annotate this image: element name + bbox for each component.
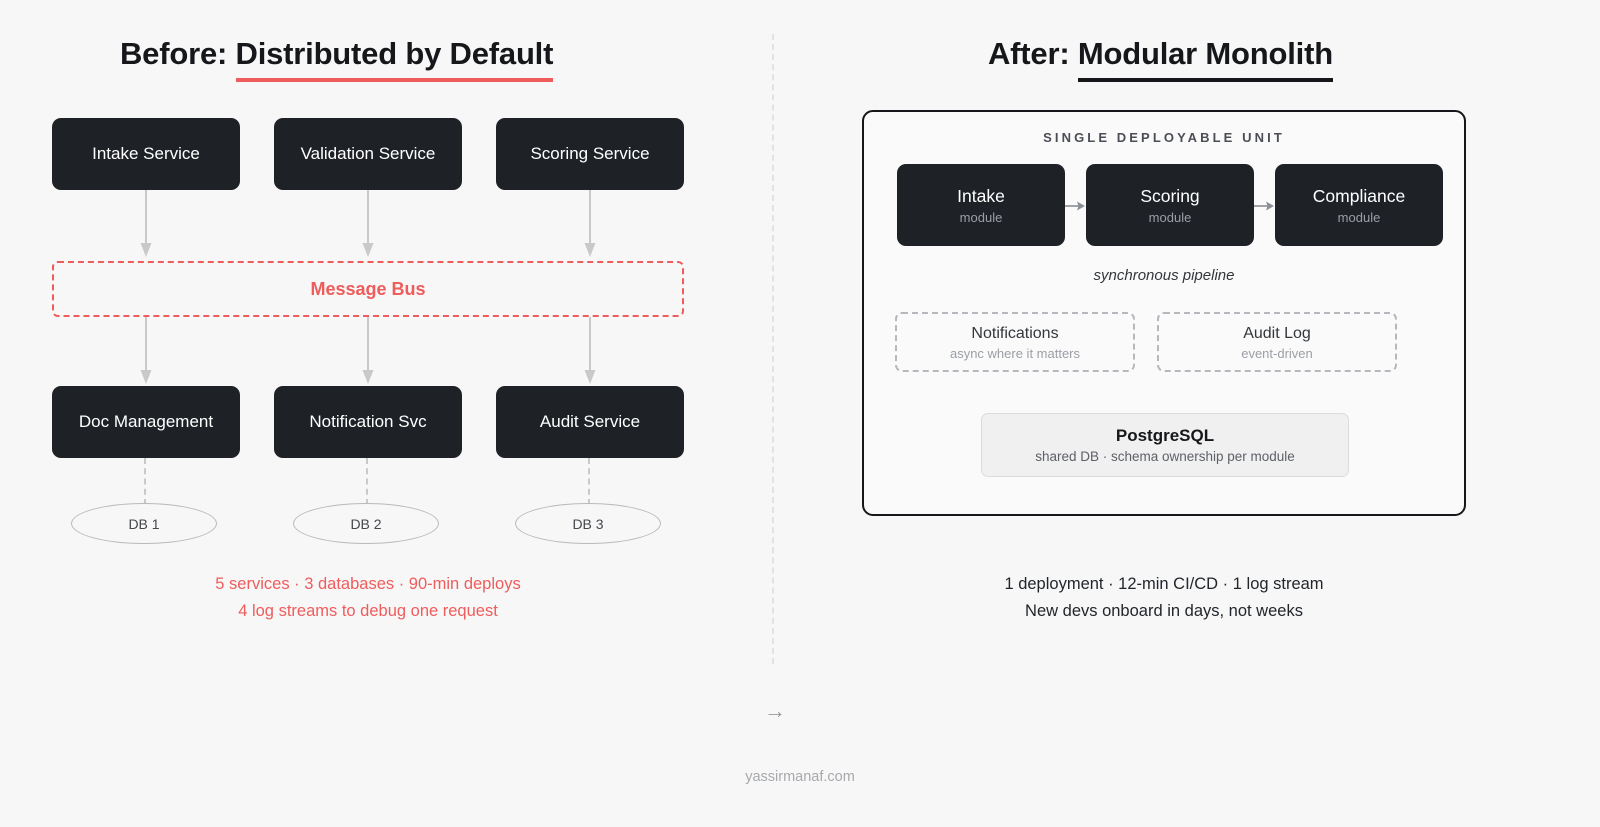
attribution-text: yassirmanaf.com	[745, 769, 855, 785]
summary-line-1: 5 services · 3 databases · 90-min deploy…	[215, 575, 521, 593]
left-title-prefix: Before:	[120, 36, 236, 71]
service-box-scoring[interactable]: Scoring Service	[496, 118, 684, 190]
right-title-prefix: After:	[988, 36, 1078, 71]
left-panel-title: Before: Distributed by Default	[120, 36, 553, 82]
db-connector-line	[366, 458, 368, 505]
summary-line-2: New devs onboard in days, not weeks	[1025, 601, 1303, 620]
service-label: Audit Service	[539, 411, 641, 431]
arrow-right-icon	[1254, 201, 1274, 211]
transition-arrow-icon: →	[764, 698, 786, 723]
database-label: DB 3	[572, 515, 604, 532]
database-node-3[interactable]: DB 3	[515, 503, 661, 544]
module-box-scoring[interactable]: Scoring module	[1086, 164, 1254, 246]
db-connector-line	[588, 458, 590, 505]
right-panel-title: After: Modular Monolith	[988, 36, 1333, 82]
async-label: Notifications	[971, 324, 1059, 342]
service-box-audit[interactable]: Audit Service	[496, 386, 684, 458]
center-divider	[772, 34, 774, 664]
database-node-2[interactable]: DB 2	[293, 503, 439, 544]
service-box-doc-management[interactable]: Doc Management	[52, 386, 240, 458]
service-label: Doc Management	[78, 411, 214, 431]
service-box-intake[interactable]: Intake Service	[52, 118, 240, 190]
database-label: DB 1	[128, 515, 160, 532]
module-sublabel: module	[959, 209, 1003, 225]
arrow-down-icon	[584, 317, 596, 384]
module-box-compliance[interactable]: Compliance module	[1275, 164, 1443, 246]
left-panel-summary: 5 services · 3 databases · 90-min deploy…	[52, 571, 684, 624]
module-sublabel: module	[1148, 209, 1192, 225]
arrow-down-icon	[140, 317, 152, 384]
service-label: Intake Service	[92, 143, 200, 163]
arrow-right-icon	[1065, 201, 1085, 211]
arrow-down-icon	[140, 190, 152, 257]
module-label: Intake	[957, 185, 1005, 206]
module-box-intake[interactable]: Intake module	[897, 164, 1065, 246]
async-label: Audit Log	[1243, 324, 1311, 342]
single-deployable-unit-container: SINGLE DEPLOYABLE UNIT Intake module Sco…	[862, 110, 1466, 516]
database-sublabel: shared DB · schema ownership per module	[1035, 449, 1295, 464]
right-panel-summary: 1 deployment · 12-min CI/CD · 1 log stre…	[862, 571, 1466, 624]
service-box-validation[interactable]: Validation Service	[274, 118, 462, 190]
module-label: Scoring	[1140, 185, 1200, 206]
unit-header-label: SINGLE DEPLOYABLE UNIT	[1043, 130, 1285, 145]
message-bus-label: Message Bus	[310, 278, 426, 299]
database-label: DB 2	[350, 515, 382, 532]
module-label: Compliance	[1312, 185, 1406, 206]
arrow-down-icon	[362, 317, 374, 384]
service-label: Notification Svc	[309, 411, 427, 431]
message-bus-box[interactable]: Message Bus	[52, 261, 684, 317]
module-sublabel: module	[1337, 209, 1381, 225]
right-title-emphasis: Modular Monolith	[1077, 36, 1333, 82]
async-sublabel: event-driven	[1241, 345, 1313, 361]
database-label: PostgreSQL	[1115, 426, 1215, 445]
summary-line-1: 1 deployment · 12-min CI/CD · 1 log stre…	[1004, 575, 1324, 593]
arrow-down-icon	[362, 190, 374, 257]
database-node-1[interactable]: DB 1	[71, 503, 217, 544]
service-box-notification[interactable]: Notification Svc	[274, 386, 462, 458]
async-box-notifications[interactable]: Notifications async where it matters	[895, 312, 1135, 372]
service-label: Validation Service	[300, 143, 436, 163]
async-sublabel: async where it matters	[949, 345, 1081, 361]
db-connector-line	[144, 458, 146, 505]
left-title-emphasis: Distributed by Default	[235, 36, 553, 82]
service-label: Scoring Service	[530, 143, 650, 163]
summary-line-2: 4 log streams to debug one request	[238, 601, 498, 620]
shared-database-box[interactable]: PostgreSQL shared DB · schema ownership …	[981, 413, 1349, 477]
async-box-audit-log[interactable]: Audit Log event-driven	[1157, 312, 1397, 372]
arrow-down-icon	[584, 190, 596, 257]
pipeline-caption: synchronous pipeline	[1093, 267, 1235, 284]
